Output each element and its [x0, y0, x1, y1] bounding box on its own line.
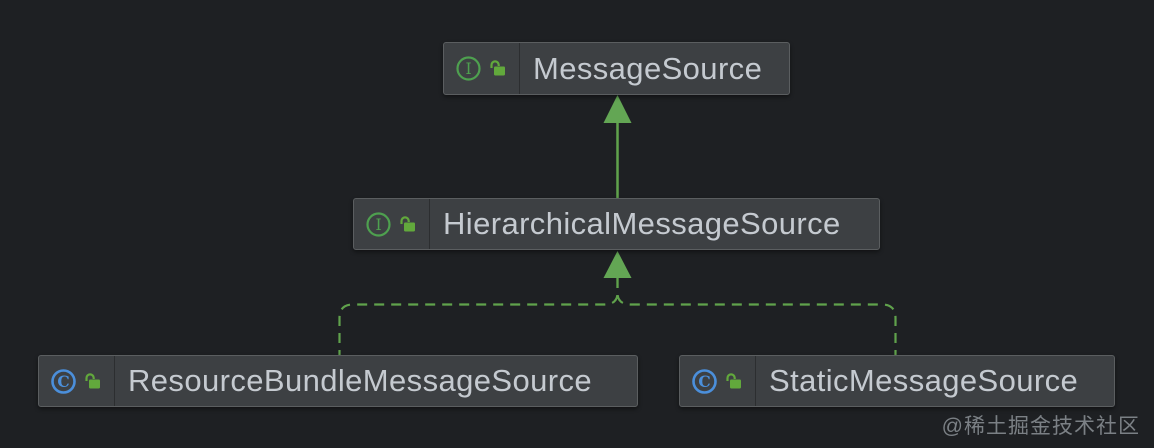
svg-text:I: I	[375, 216, 381, 234]
watermark: @稀土掘金技术社区	[941, 415, 1140, 438]
node-hierarchical-message-source[interactable]: I HierarchicalMessageSource	[353, 198, 880, 250]
node-message-source[interactable]: I MessageSource	[443, 42, 790, 95]
arrowhead-icon	[603, 95, 632, 123]
node-name-label: MessageSource	[533, 50, 763, 86]
interface-icon: I	[456, 56, 481, 81]
svg-text:C: C	[57, 372, 69, 391]
svg-text:C: C	[698, 372, 710, 391]
edge-implements-static-to-hierarchical	[603, 251, 897, 355]
node-name-label: ResourceBundleMessageSource	[128, 363, 593, 398]
node-static-message-source[interactable]: C StaticMessageSource	[679, 355, 1115, 407]
node-resource-bundle-message-source[interactable]: C ResourceBundleMessageSource	[38, 355, 638, 407]
public-lock-icon	[726, 372, 741, 388]
node-name-label: HierarchicalMessageSource	[443, 206, 841, 241]
node-icon-cell: I	[444, 43, 520, 94]
node-icon-cell: C	[39, 356, 115, 406]
public-lock-icon	[400, 215, 415, 231]
svg-text:I: I	[465, 60, 471, 78]
node-icon-cell: C	[680, 356, 756, 406]
node-name-label: StaticMessageSource	[769, 363, 1079, 398]
public-lock-icon	[85, 372, 100, 388]
edge-extends-hierarchical-to-messagesource	[603, 95, 632, 198]
edge-implements-resourcebundle-to-hierarchical	[338, 278, 619, 355]
public-lock-icon	[490, 60, 505, 76]
interface-icon: I	[366, 211, 391, 237]
node-icon-cell: I	[354, 199, 430, 249]
class-icon: C	[692, 368, 717, 394]
class-icon: C	[51, 368, 76, 394]
arrowhead-icon	[603, 251, 632, 278]
